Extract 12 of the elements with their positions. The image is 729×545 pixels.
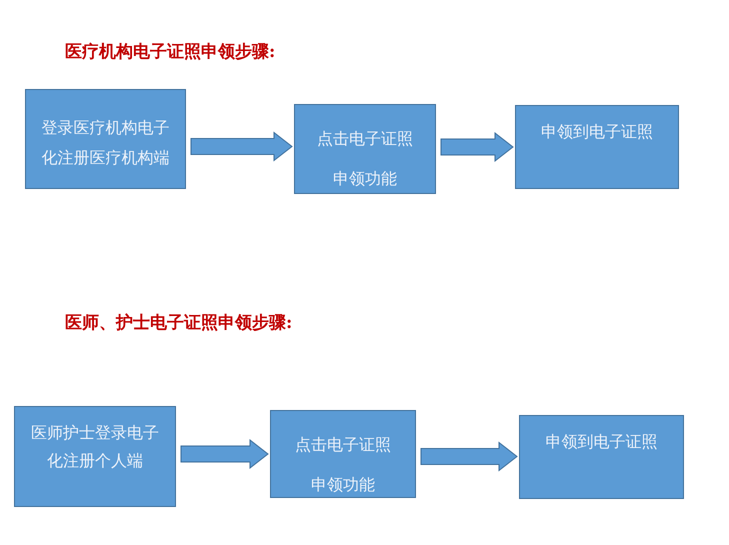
block-arrow [440, 132, 514, 162]
process-box: 申领到电子证照 [519, 415, 684, 499]
process-box: 点击电子证照申领功能 [270, 410, 416, 498]
section-heading: 医师、护士电子证照申领步骤: [65, 312, 292, 334]
process-box: 申领到电子证照 [515, 105, 679, 189]
block-arrow [180, 438, 269, 470]
process-box: 登录医疗机构电子化注册医疗机构端 [25, 89, 186, 189]
block-arrow [190, 131, 293, 162]
block-arrow [420, 441, 518, 472]
process-box: 点击电子证照申领功能 [294, 104, 436, 194]
process-box: 医师护士登录电子化注册个人端 [14, 406, 176, 507]
section-heading: 医疗机构电子证照申领步骤: [65, 41, 276, 63]
